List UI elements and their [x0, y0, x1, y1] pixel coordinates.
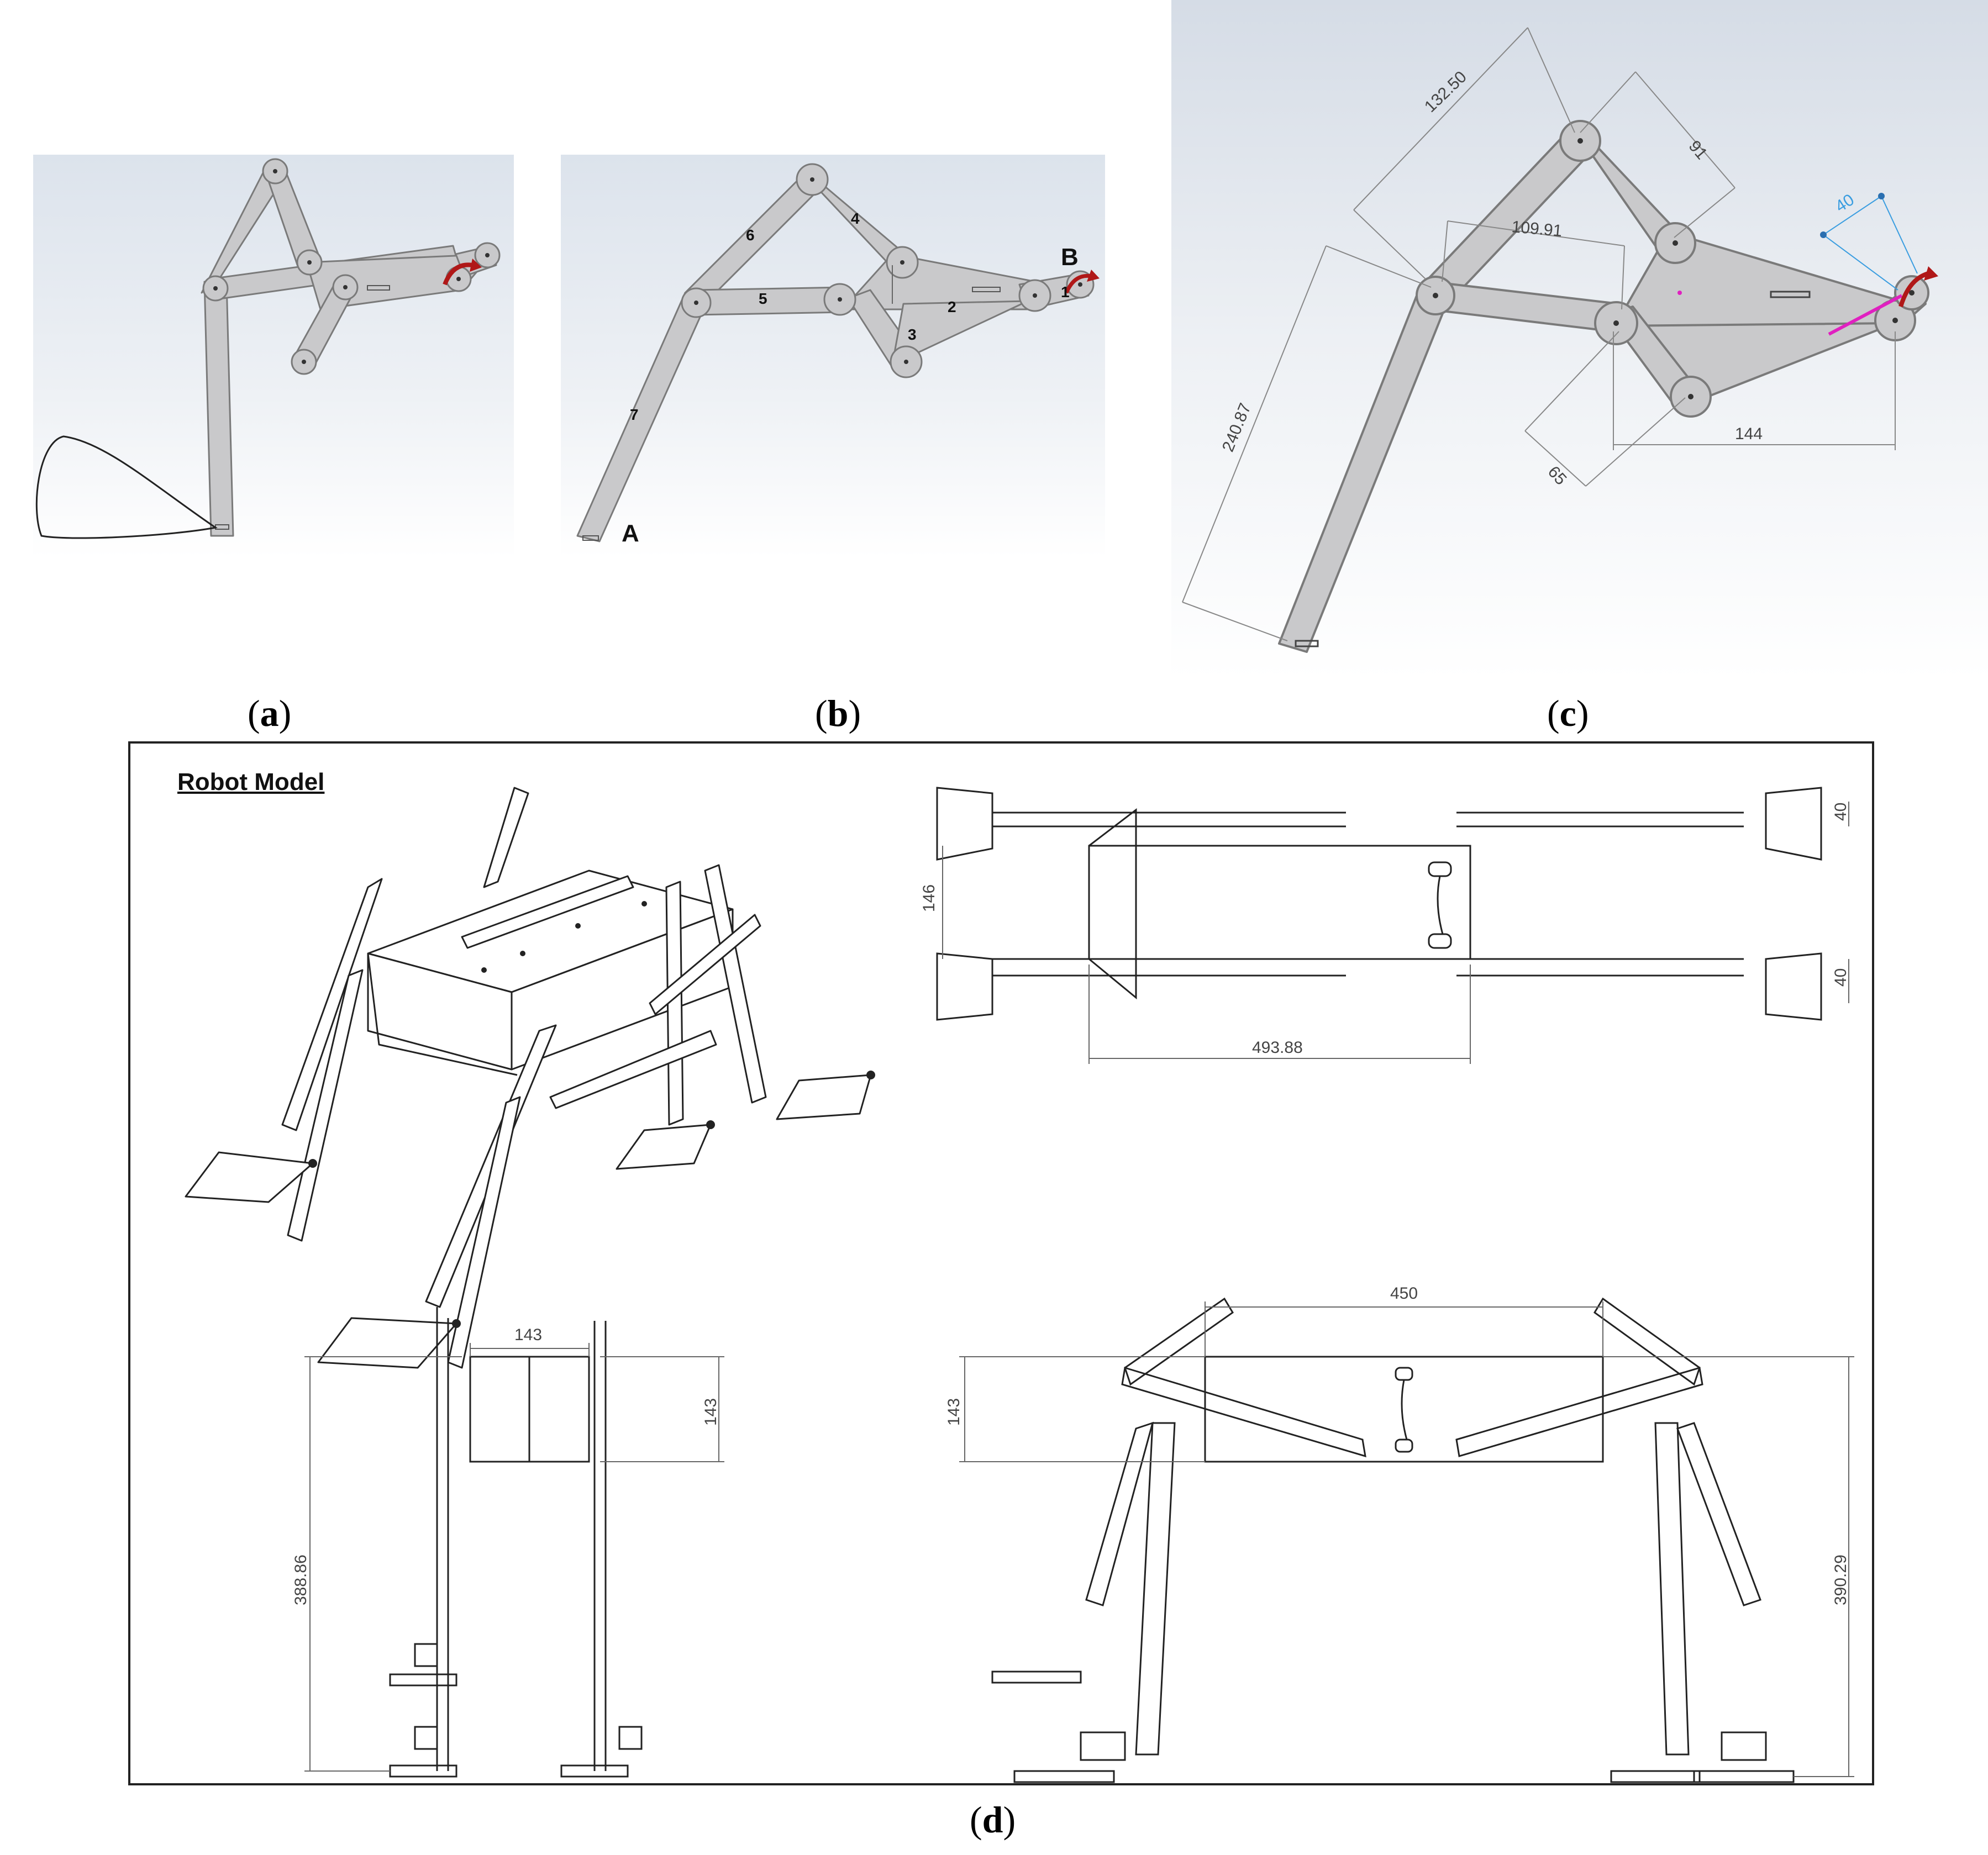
top-view-body: [1088, 845, 1471, 960]
panel-b-labeled-linkage: 1 2 3 4 5 6 7 A B: [561, 155, 1105, 558]
dimension-109-91: 109.91: [1511, 218, 1563, 240]
top-dim-493-88: 493.88: [1252, 1039, 1303, 1057]
top-view-drawing: [936, 787, 1822, 1021]
panel-a-actuator-arrow: [443, 262, 473, 286]
link-label-3: 3: [908, 326, 917, 343]
foot-trajectory-curve: [35, 435, 218, 539]
top-dim-232: 232: [1870, 898, 1872, 926]
link-label-5: 5: [759, 290, 767, 307]
panel-d-robot-model: Robot Model: [128, 741, 1874, 1785]
front-dim-450: 450: [1390, 1284, 1418, 1303]
link-label-2: 2: [948, 298, 956, 315]
foot-rear-right: [776, 1074, 872, 1120]
top-dim-40-lower: 40: [1832, 968, 1850, 987]
front-dim-143: 143: [945, 1398, 963, 1426]
panel-a-background: [33, 155, 514, 558]
link-label-4: 4: [851, 210, 860, 227]
side-dim-143-width: 143: [514, 1326, 542, 1344]
link-2-lower: [891, 300, 1029, 366]
front-dim-390-29: 390.29: [1832, 1554, 1850, 1605]
dimension-144: 144: [1735, 425, 1763, 443]
link-label-1: 1: [1061, 283, 1070, 301]
link-label-6: 6: [746, 226, 755, 244]
top-dim-40-upper: 40: [1832, 803, 1850, 821]
foot-rear-left: [616, 1124, 712, 1170]
side-dim-388-86: 388.86: [292, 1554, 310, 1605]
caption-d: (d): [970, 1799, 1016, 1841]
foot-front-right: [317, 1317, 457, 1369]
front-view-drawing: [991, 1297, 1795, 1783]
caption-a: (a): [248, 692, 292, 734]
side-dim-143-height: 143: [702, 1398, 720, 1426]
side-view-drawing: [389, 1307, 643, 1778]
panel-c-dimensioned-linkage: 132.50 91 109.91 40 240.87 65 144: [1171, 0, 1988, 679]
point-a-label: A: [622, 520, 639, 547]
foot-front-left: [185, 1151, 314, 1203]
isometric-robot-view: [185, 787, 872, 1369]
link-label-7: 7: [630, 406, 639, 423]
point-b-label: B: [1061, 244, 1079, 271]
robot-model-title: Robot Model: [177, 768, 325, 795]
panel-a-mechanism-with-trajectory: [33, 155, 514, 558]
top-dim-146: 146: [920, 884, 938, 912]
caption-b: (b): [815, 692, 861, 734]
caption-c: (c): [1547, 692, 1589, 734]
